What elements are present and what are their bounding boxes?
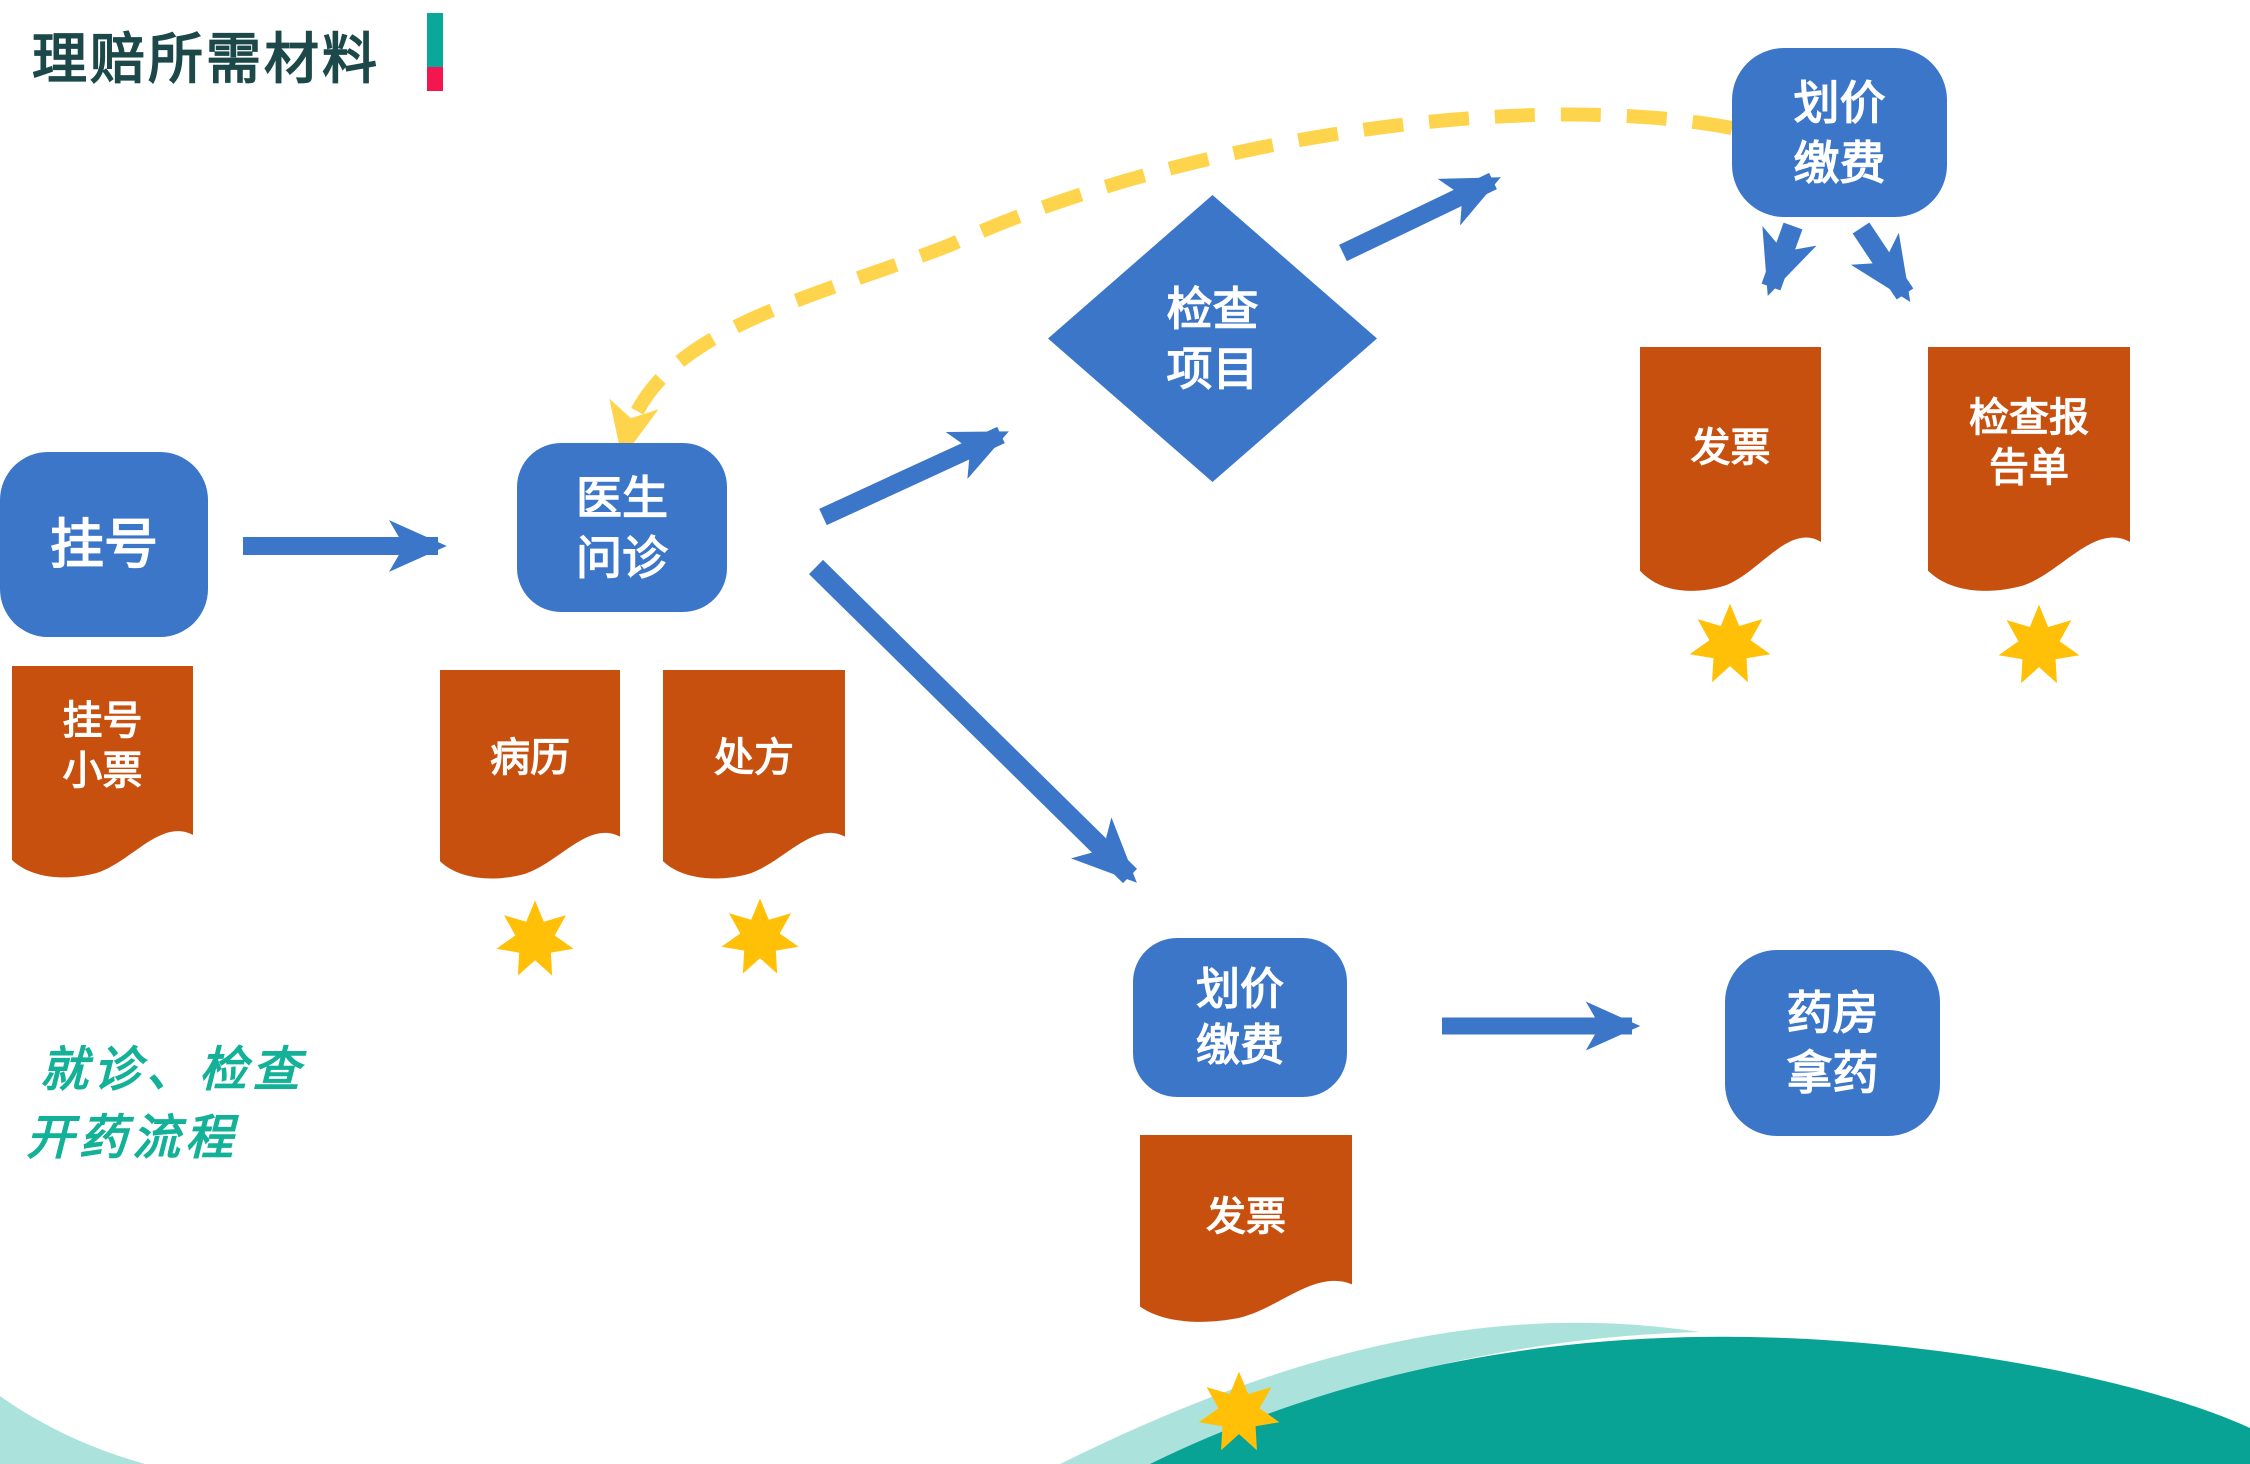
receipt-invoice-top-label: 发票 <box>1690 426 1771 470</box>
receipt-invoice-bottom: 发票 <box>1140 1135 1352 1325</box>
receipt-medical-record: 病历 <box>440 670 620 882</box>
caption-line2: 开药流程 <box>26 1110 239 1166</box>
title-accent-bar-red <box>427 67 443 91</box>
receipt-registration-ticket: 挂号 小票 <box>12 666 193 881</box>
receipt-registration-label-line1: 挂号 <box>62 699 143 743</box>
node-doctor-label-line1: 医生 <box>576 471 668 524</box>
node-pricing-payment-bottom: 划价 缴费 <box>1133 938 1347 1097</box>
dashed-return-arrow <box>609 107 1734 459</box>
star-icon <box>721 898 799 974</box>
arrow-pricing-top-to-report <box>1850 222 1914 302</box>
node-pharmacy-label-line1: 药房 <box>1786 987 1879 1039</box>
node-doctor-consult: 医生 问诊 <box>517 443 727 612</box>
node-pricing-bottom-label-line1: 划价 <box>1196 964 1284 1014</box>
receipt-shape <box>1140 1135 1352 1322</box>
wave-light-stripe <box>1060 1322 1700 1464</box>
receipt-shape <box>1928 347 2130 591</box>
star-icon <box>1198 1371 1280 1451</box>
receipt-exam-report-label-line2: 告单 <box>1989 446 2069 490</box>
arrow-doctor-to-pricing-bottom <box>808 559 1138 884</box>
star-icon <box>1689 603 1771 683</box>
arrow-doctor-to-exam <box>819 426 1009 526</box>
wave-corner-wedge <box>0 1396 145 1464</box>
receipt-shape <box>663 670 845 879</box>
receipt-invoice-bottom-label: 发票 <box>1206 1195 1286 1239</box>
receipt-prescription: 处方 <box>663 670 845 882</box>
star-icon <box>496 900 574 976</box>
receipt-shape <box>440 670 620 879</box>
receipt-medical-record-label: 病历 <box>490 736 570 780</box>
node-doctor-label-line2: 问诊 <box>576 531 668 584</box>
receipt-prescription-label: 处方 <box>714 736 794 780</box>
receipt-shape <box>1640 347 1821 591</box>
node-pricing-top-label-line2: 缴费 <box>1793 136 1886 189</box>
receipt-registration-label-line2: 小票 <box>62 749 143 793</box>
receipt-shape <box>12 666 193 878</box>
node-register-label: 挂号 <box>50 514 158 575</box>
node-register: 挂号 <box>0 452 208 637</box>
node-pricing-payment-top: 划价 缴费 <box>1732 48 1947 217</box>
title-accent-bar-teal <box>427 13 443 67</box>
receipt-exam-report: 检查报 告单 <box>1928 347 2130 595</box>
arrow-pricing-top-to-invoice <box>1761 222 1817 297</box>
node-pharmacy: 药房 拿药 <box>1725 950 1940 1136</box>
caption-line1: 就诊、检查 <box>40 1042 306 1098</box>
wave-dark <box>1150 1336 2250 1464</box>
receipt-exam-report-label-line1: 检查报 <box>1969 396 2089 440</box>
star-icon <box>1998 604 2080 684</box>
node-exam-label-line1: 检查 <box>1166 282 1259 335</box>
arrow-exam-to-pricing-top <box>1339 172 1501 262</box>
node-pricing-top-label-line1: 划价 <box>1793 76 1886 129</box>
node-exam-label-line2: 项目 <box>1166 342 1259 395</box>
receipt-invoice-top: 发票 <box>1640 347 1821 595</box>
page-title: 理赔所需材料 <box>32 28 381 90</box>
node-pharmacy-label-line2: 拿药 <box>1786 1047 1879 1099</box>
node-pricing-bottom-label-line2: 缴费 <box>1196 1020 1284 1070</box>
